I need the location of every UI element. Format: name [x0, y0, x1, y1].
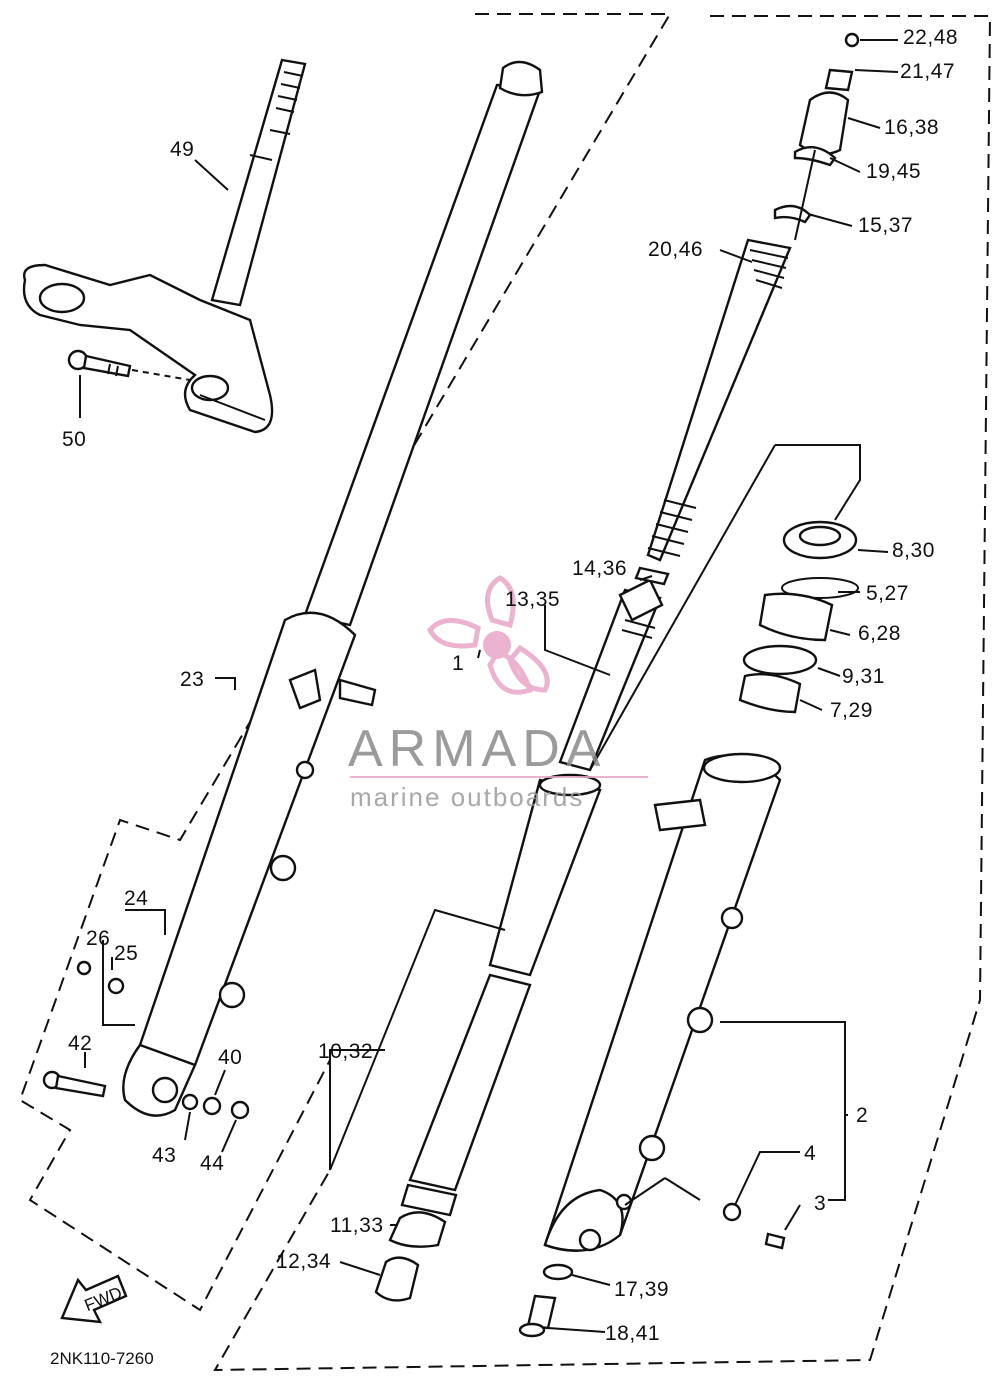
- label-14-36: 14,36: [572, 557, 627, 580]
- label-24: 24: [124, 887, 148, 910]
- label-20-46: 20,46: [648, 238, 703, 261]
- armada-watermark: ARMADA marine outboards: [348, 575, 648, 812]
- label-4: 4: [804, 1142, 816, 1165]
- part-labels: 49 50 23 24 26 25 42 40 43 44 10,32 11,3…: [62, 26, 958, 1345]
- label-10-32: 10,32: [318, 1040, 373, 1063]
- label-3: 3: [814, 1192, 826, 1215]
- label-18-41: 18,41: [605, 1322, 660, 1345]
- label-6-28: 6,28: [858, 622, 901, 645]
- label-16-38: 16,38: [884, 116, 939, 139]
- label-49: 49: [170, 138, 194, 161]
- label-44: 44: [200, 1152, 224, 1175]
- label-25: 25: [114, 942, 138, 965]
- label-5-27: 5,27: [866, 582, 909, 605]
- group-outline-left: [18, 13, 672, 1312]
- label-1: 1: [452, 652, 464, 675]
- watermark-brand: ARMADA: [348, 720, 606, 778]
- label-50: 50: [62, 428, 86, 451]
- label-11-33: 11,33: [330, 1214, 384, 1237]
- label-8-30: 8,30: [892, 539, 935, 562]
- group-outline-right: [213, 15, 992, 1372]
- label-17-39: 17,39: [614, 1278, 669, 1301]
- label-26: 26: [86, 927, 110, 950]
- left-fork-outer-tube-23: [122, 611, 377, 1117]
- right-fork-seals: [738, 520, 859, 714]
- right-fork-spring-and-rod: [646, 32, 860, 562]
- label-21-47: 21,47: [900, 60, 955, 83]
- left-fork-inner-tube: [303, 60, 544, 627]
- damper-rod-assembly: [374, 566, 670, 1302]
- label-9-31: 9,31: [842, 665, 885, 688]
- label-40: 40: [218, 1046, 242, 1069]
- fwd-arrow-icon: FWD: [60, 1274, 128, 1324]
- label-15-37: 15,37: [858, 214, 913, 237]
- watermark-tagline: marine outboards: [350, 782, 584, 812]
- label-13-35: 13,35: [505, 588, 560, 611]
- drain-bolt-parts: [518, 1263, 574, 1338]
- label-22-48: 22,48: [903, 26, 958, 49]
- diagram-code: 2NK110-7260: [50, 1349, 154, 1368]
- leader-lines: [79, 39, 899, 1333]
- label-2: 2: [856, 1104, 868, 1127]
- label-43: 43: [152, 1144, 176, 1167]
- steering-stem-assembly: [22, 58, 307, 434]
- label-12-34: 12,34: [276, 1250, 331, 1273]
- pinch-bolt-50: [67, 349, 191, 381]
- label-7-29: 7,29: [830, 699, 873, 722]
- label-23: 23: [180, 668, 204, 691]
- label-42: 42: [68, 1032, 92, 1055]
- left-fork-small-parts: [42, 960, 250, 1120]
- label-19-45: 19,45: [866, 160, 921, 183]
- right-fork-outer-tube-2: [543, 752, 786, 1252]
- propeller-logo-icon: [427, 575, 550, 695]
